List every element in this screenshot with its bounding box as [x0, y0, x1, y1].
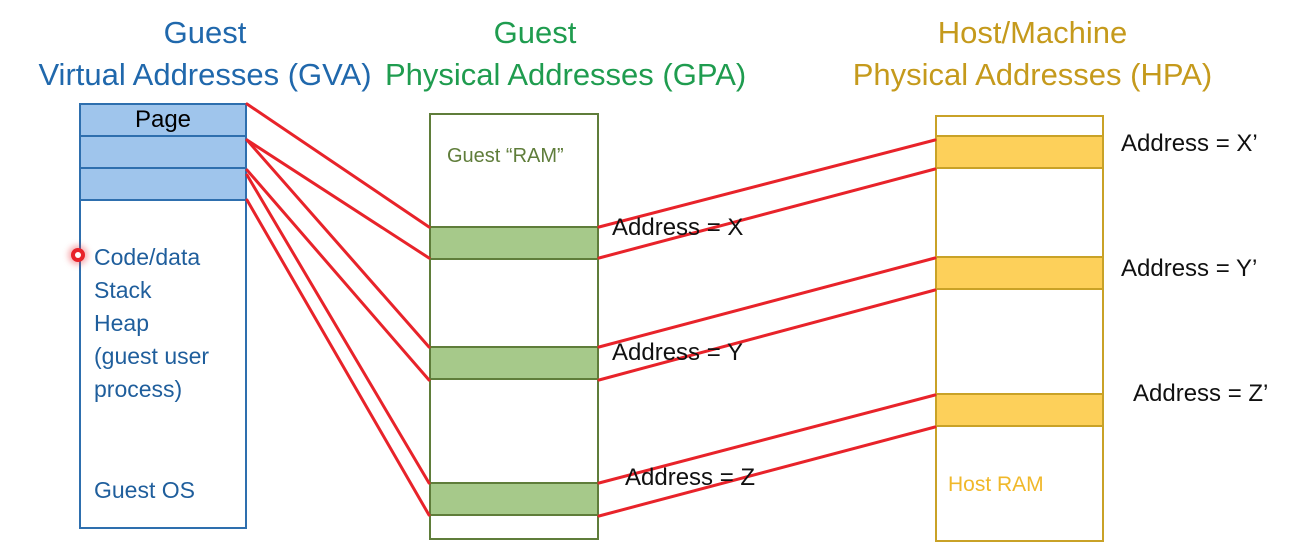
hpa-address-x-prime: Address = X’	[1121, 130, 1258, 157]
hpa-slot-z-prime	[935, 393, 1104, 427]
gpa-slot-x	[429, 226, 599, 260]
gpa-heading-line1: Guest	[493, 15, 577, 50]
mapping-line	[245, 138, 431, 349]
hpa-heading-line2: Physical Addresses (HPA)	[852, 57, 1213, 92]
hpa-address-y-prime: Address = Y’	[1121, 255, 1258, 282]
gva-page-3	[79, 167, 247, 201]
gva-content-list: Code/data Stack Heap (guest user process…	[94, 241, 209, 406]
hpa-address-z-prime: Address = Z’	[1133, 380, 1269, 407]
gva-content-stack: Stack	[94, 277, 152, 303]
gpa-address-y: Address = Y	[612, 339, 743, 366]
gva-heading-line1: Guest	[163, 15, 247, 50]
gpa-heading-line2: Physical Addresses (GPA)	[385, 57, 747, 92]
gva-content-heap: Heap	[94, 310, 149, 336]
gva-heading: Guest Virtual Addresses (GVA)	[30, 12, 380, 96]
mapping-line	[245, 138, 431, 260]
gpa-heading: Guest Physical Addresses (GPA)	[385, 12, 747, 96]
mapping-line	[245, 168, 431, 382]
gva-page-1	[79, 103, 247, 137]
gva-guest-os-label: Guest OS	[94, 477, 195, 503]
gpa-ram-label: Guest “RAM”	[447, 145, 564, 167]
gva-content-guest-user: (guest user	[94, 343, 210, 369]
gva-content-process: process)	[94, 376, 183, 402]
gpa-slot-z	[429, 482, 599, 516]
gpa-address-x: Address = X	[612, 214, 744, 241]
mapping-line	[597, 256, 937, 349]
gva-heading-line2: Virtual Addresses (GVA)	[38, 57, 372, 92]
hpa-slot-x-prime	[935, 135, 1104, 169]
hpa-heading-line1: Host/Machine	[937, 15, 1128, 50]
pointer-cursor-icon	[71, 248, 85, 262]
hpa-ram-label: Host RAM	[948, 473, 1044, 496]
gva-content-code-data: Code/data	[94, 244, 201, 270]
mapping-line	[245, 102, 431, 229]
hpa-slot-y-prime	[935, 256, 1104, 290]
gva-page-2	[79, 135, 247, 169]
mapping-line	[245, 173, 431, 485]
gva-page-label: Page	[134, 106, 192, 133]
gpa-memory-box	[429, 113, 599, 540]
gpa-address-z: Address = Z	[625, 464, 756, 491]
gpa-slot-y	[429, 346, 599, 380]
hpa-heading: Host/Machine Physical Addresses (HPA)	[840, 12, 1225, 96]
mapping-line	[245, 198, 431, 517]
